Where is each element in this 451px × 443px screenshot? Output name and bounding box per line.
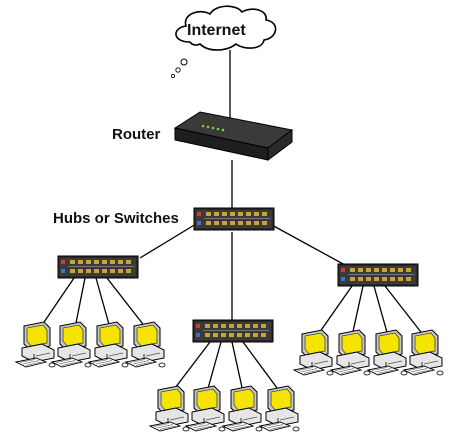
computer-icon: [51, 321, 92, 368]
computer-icon: [15, 321, 56, 368]
internet-label: Internet: [187, 22, 246, 39]
connection-lines: [39, 50, 425, 393]
switch-icon: [193, 207, 275, 231]
router-label: Router: [112, 126, 161, 143]
computer-icon: [185, 385, 226, 432]
switch-icon: [192, 319, 274, 343]
link-switch-left: [139, 223, 197, 259]
computer-icon: [293, 329, 334, 376]
computer-icon: [222, 385, 263, 432]
hubs-label: Hubs or Switches: [53, 210, 179, 227]
computer-icon: [88, 321, 129, 368]
computer-icon: [330, 329, 371, 376]
computer-icon: [259, 385, 300, 432]
switch-icon: [57, 255, 139, 279]
computer-icon: [403, 329, 444, 376]
switch-icon: [337, 263, 419, 287]
computer-icon: [125, 321, 166, 368]
link-switch-right: [269, 223, 346, 266]
cloud-icon: [170, 5, 277, 79]
computer-icon: [149, 385, 190, 432]
computer-icon: [367, 329, 408, 376]
router-icon: [173, 111, 294, 161]
